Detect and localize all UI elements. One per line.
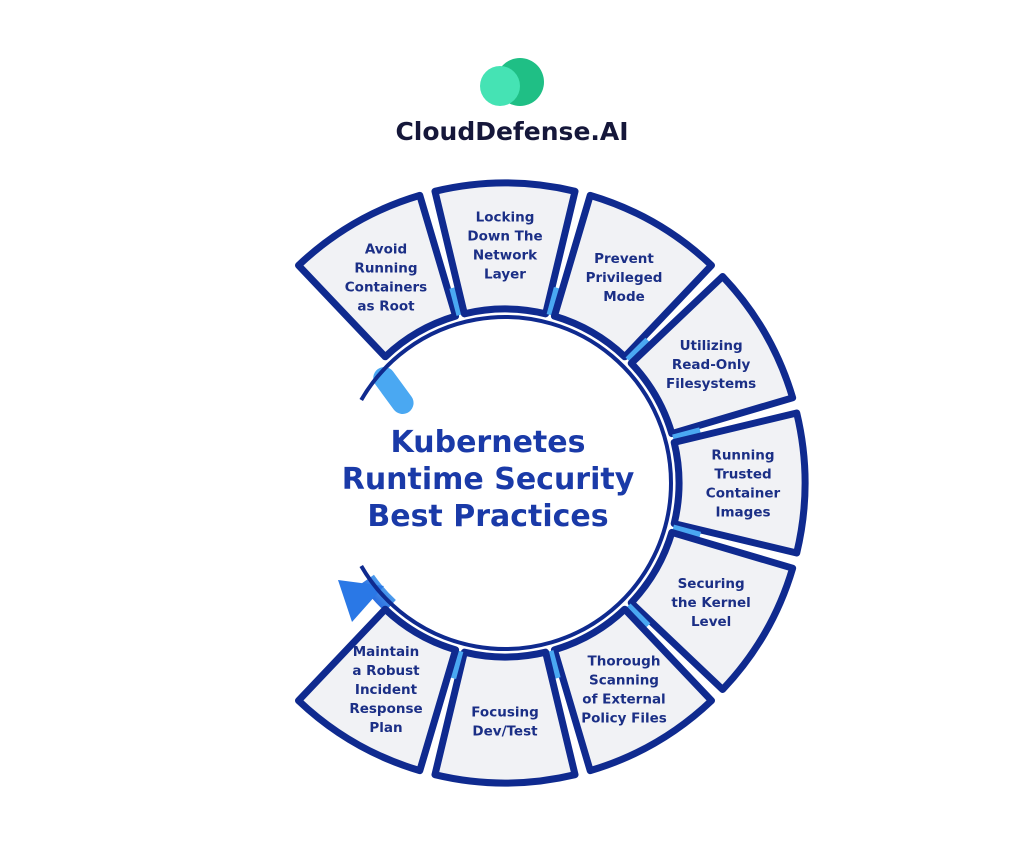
segment-connector xyxy=(672,524,702,539)
segment-shape xyxy=(627,528,797,694)
start-tab xyxy=(373,367,414,414)
practice-label-line: a Robust xyxy=(352,663,420,679)
practice-label-line: Running xyxy=(711,448,774,464)
practice-label-line: Layer xyxy=(484,267,526,283)
practice-label-line: Down The xyxy=(467,229,542,245)
practice-label-line: Plan xyxy=(369,720,402,736)
segment-connector xyxy=(672,427,702,442)
logo-circle-front xyxy=(480,66,520,106)
practice-label-line: Maintain xyxy=(353,644,420,660)
practice-label-line: Read-Only xyxy=(672,357,751,373)
segment-connector xyxy=(449,650,464,680)
practice-label-line: Scanning xyxy=(589,673,659,689)
practice-label-line: Level xyxy=(691,614,731,630)
practice-label-line: Prevent xyxy=(594,251,654,267)
practice-label-line: Thorough xyxy=(588,654,661,670)
segment-shape xyxy=(294,191,460,361)
practice-label-line: Dev/Test xyxy=(472,724,538,740)
segment-connector xyxy=(546,286,561,316)
practice-label-line: Utilizing xyxy=(680,338,743,354)
segment-connector xyxy=(449,286,464,316)
segment-shape xyxy=(431,179,579,318)
segment-shape xyxy=(294,605,460,775)
inner-ring-edge xyxy=(359,315,673,651)
segment-shape xyxy=(670,409,809,557)
practice-label-line: as Root xyxy=(357,298,415,314)
practice-label-line: Response xyxy=(349,701,422,717)
title-line: Kubernetes xyxy=(391,425,586,460)
segment-connector xyxy=(625,337,651,363)
segment-connector xyxy=(625,603,651,629)
practice-label-line: Running xyxy=(354,260,417,276)
segment-connector xyxy=(546,650,561,680)
practice-label-line: Locking xyxy=(476,210,535,226)
logo: CloudDefense.AI xyxy=(395,58,629,146)
segment-shape xyxy=(550,191,716,361)
practice-label-line: Incident xyxy=(355,682,418,698)
practice-label-line: Securing xyxy=(678,576,745,592)
segment-shape xyxy=(627,272,797,438)
practice-label-line: Mode xyxy=(603,289,645,305)
practice-label-line: the Kernel xyxy=(671,595,750,611)
practice-label-line: Avoid xyxy=(365,241,407,257)
brand-name: CloudDefense.AI xyxy=(395,117,628,146)
practice-label-line: Policy Files xyxy=(581,711,667,727)
title-line: Best Practices xyxy=(367,499,608,534)
segment-shape xyxy=(431,648,579,787)
practice-label-line: Privileged xyxy=(586,270,663,286)
title-line: Runtime Security xyxy=(342,462,635,497)
arrow-head-icon xyxy=(338,580,384,622)
practice-label-line: Trusted xyxy=(714,467,771,483)
practice-label-line: Containers xyxy=(345,279,427,295)
practice-label-line: Container xyxy=(706,486,781,502)
segment-shape xyxy=(550,605,716,775)
practice-label-line: Images xyxy=(715,505,770,521)
practice-label-line: Network xyxy=(473,248,538,264)
practice-label-line: of External xyxy=(582,692,665,708)
practice-label-line: Focusing xyxy=(471,705,539,721)
practice-label-line: Filesystems xyxy=(666,376,756,392)
